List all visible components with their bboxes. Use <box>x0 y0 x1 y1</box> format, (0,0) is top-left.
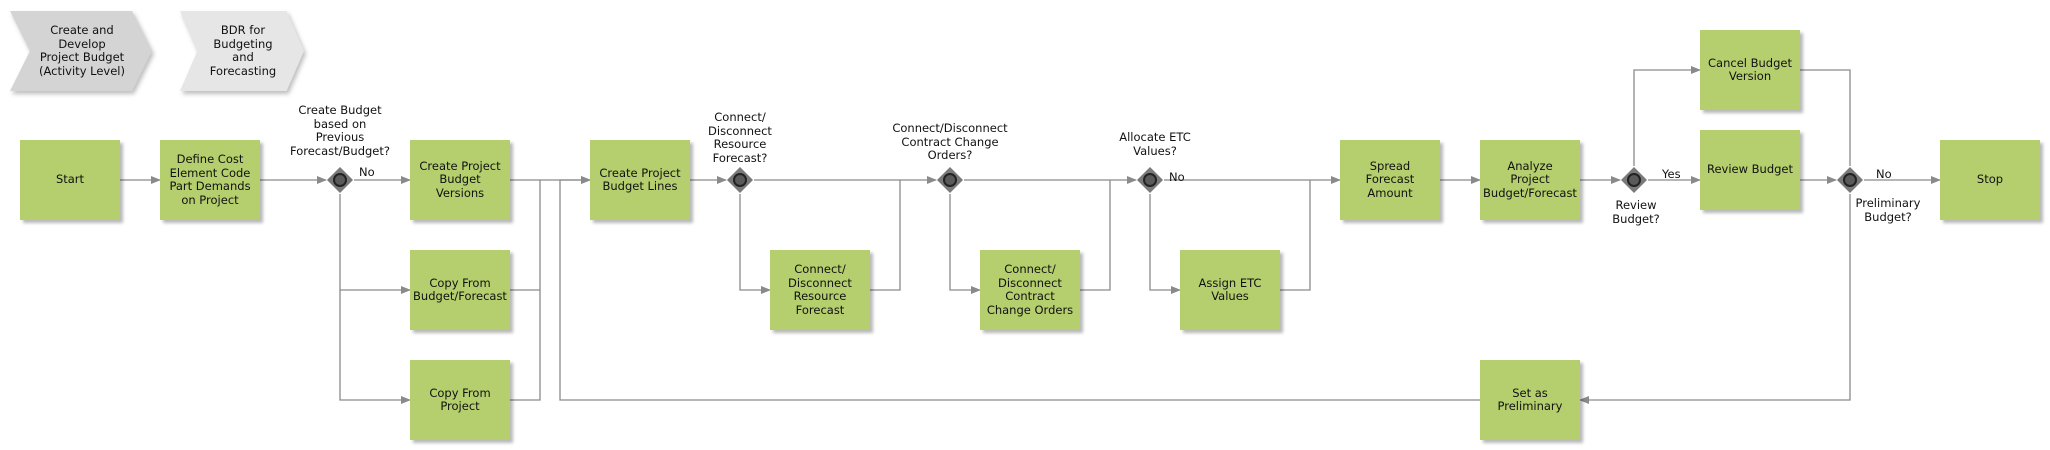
connector-contract-merge <box>1080 180 1111 291</box>
task-stop[interactable]: Stop <box>1940 140 2040 220</box>
connector-resource-merge <box>870 180 901 291</box>
task-connect-resource-forecast[interactable]: Connect/ Disconnect Resource Forecast <box>770 250 870 330</box>
connector-cancel-g6 <box>1800 69 1851 166</box>
task-create-budget-lines[interactable]: Create Project Budget Lines <box>590 140 690 220</box>
gateway-question-label: Connect/ Disconnect Resource Forecast? <box>708 110 772 165</box>
gateway-contract-change[interactable] <box>936 166 964 194</box>
connector-copy-project-merge <box>510 290 541 401</box>
connector-copy-budget-merge <box>510 180 541 291</box>
branch-label: No <box>359 165 375 179</box>
connector-g4-assign <box>1149 194 1181 294</box>
task-analyze-budget[interactable]: Analyze Project Budget/Forecast <box>1480 140 1580 220</box>
task-define-cost-element[interactable]: Define Cost Element Code Part Demands on… <box>160 140 260 220</box>
task-cancel-budget-version[interactable]: Cancel Budget Version <box>1700 30 1800 110</box>
chevron-label: Create and Develop Project Budget (Activ… <box>39 23 125 78</box>
gateway-preliminary-budget[interactable] <box>1836 166 1864 194</box>
connector-assign-merge <box>1280 180 1311 291</box>
connector-g1-copy-project <box>339 290 411 404</box>
gateway-question-label: Connect/Disconnect Contract Change Order… <box>892 121 1008 162</box>
task-assign-etc-values[interactable]: Assign ETC Values <box>1180 250 1280 330</box>
branch-label: No <box>1876 167 1892 181</box>
chevron-bdr-budgeting: BDR for Budgeting and Forecasting <box>180 11 304 91</box>
task-create-budget-versions[interactable]: Create Project Budget Versions <box>410 140 510 220</box>
gateway-previous-forecast[interactable] <box>326 166 354 194</box>
connector-preliminary-loop <box>559 176 1480 401</box>
connector-g5-cancel <box>1633 66 1701 166</box>
branch-label: No <box>1169 170 1185 184</box>
task-copy-from-budget[interactable]: Copy From Budget/Forecast <box>410 250 510 330</box>
gateway-question-label: Create Budget based on Previous Forecast… <box>289 103 390 158</box>
gateway-question-label: Preliminary Budget? <box>1855 196 1921 224</box>
task-copy-from-project[interactable]: Copy From Project <box>410 360 510 440</box>
chevron-create-develop-budget: Create and Develop Project Budget (Activ… <box>10 11 152 91</box>
task-start[interactable]: Start <box>20 140 120 220</box>
gateway-question-label: Allocate ETC Values? <box>1119 130 1191 158</box>
branch-label: Yes <box>1662 167 1681 181</box>
connector-g1-copy-budget <box>339 194 411 294</box>
gateway-allocate-etc[interactable] <box>1136 166 1164 194</box>
task-set-as-preliminary[interactable]: Set as Preliminary <box>1480 360 1580 440</box>
chevron-label: BDR for Budgeting and Forecasting <box>209 23 277 78</box>
connector-g3-contract <box>949 194 981 294</box>
connector-g2-resource <box>739 194 771 294</box>
task-spread-forecast[interactable]: Spread Forecast Amount <box>1340 140 1440 220</box>
gateway-resource-forecast[interactable] <box>726 166 754 194</box>
gateway-question-label: Review Budget? <box>1612 198 1660 226</box>
connector-g6-preliminary <box>1579 194 1851 404</box>
gateway-review-budget[interactable] <box>1620 166 1648 194</box>
task-connect-contract-change[interactable]: Connect/ Disconnect Contract Change Orde… <box>980 250 1080 330</box>
task-review-budget[interactable]: Review Budget <box>1700 130 1800 210</box>
